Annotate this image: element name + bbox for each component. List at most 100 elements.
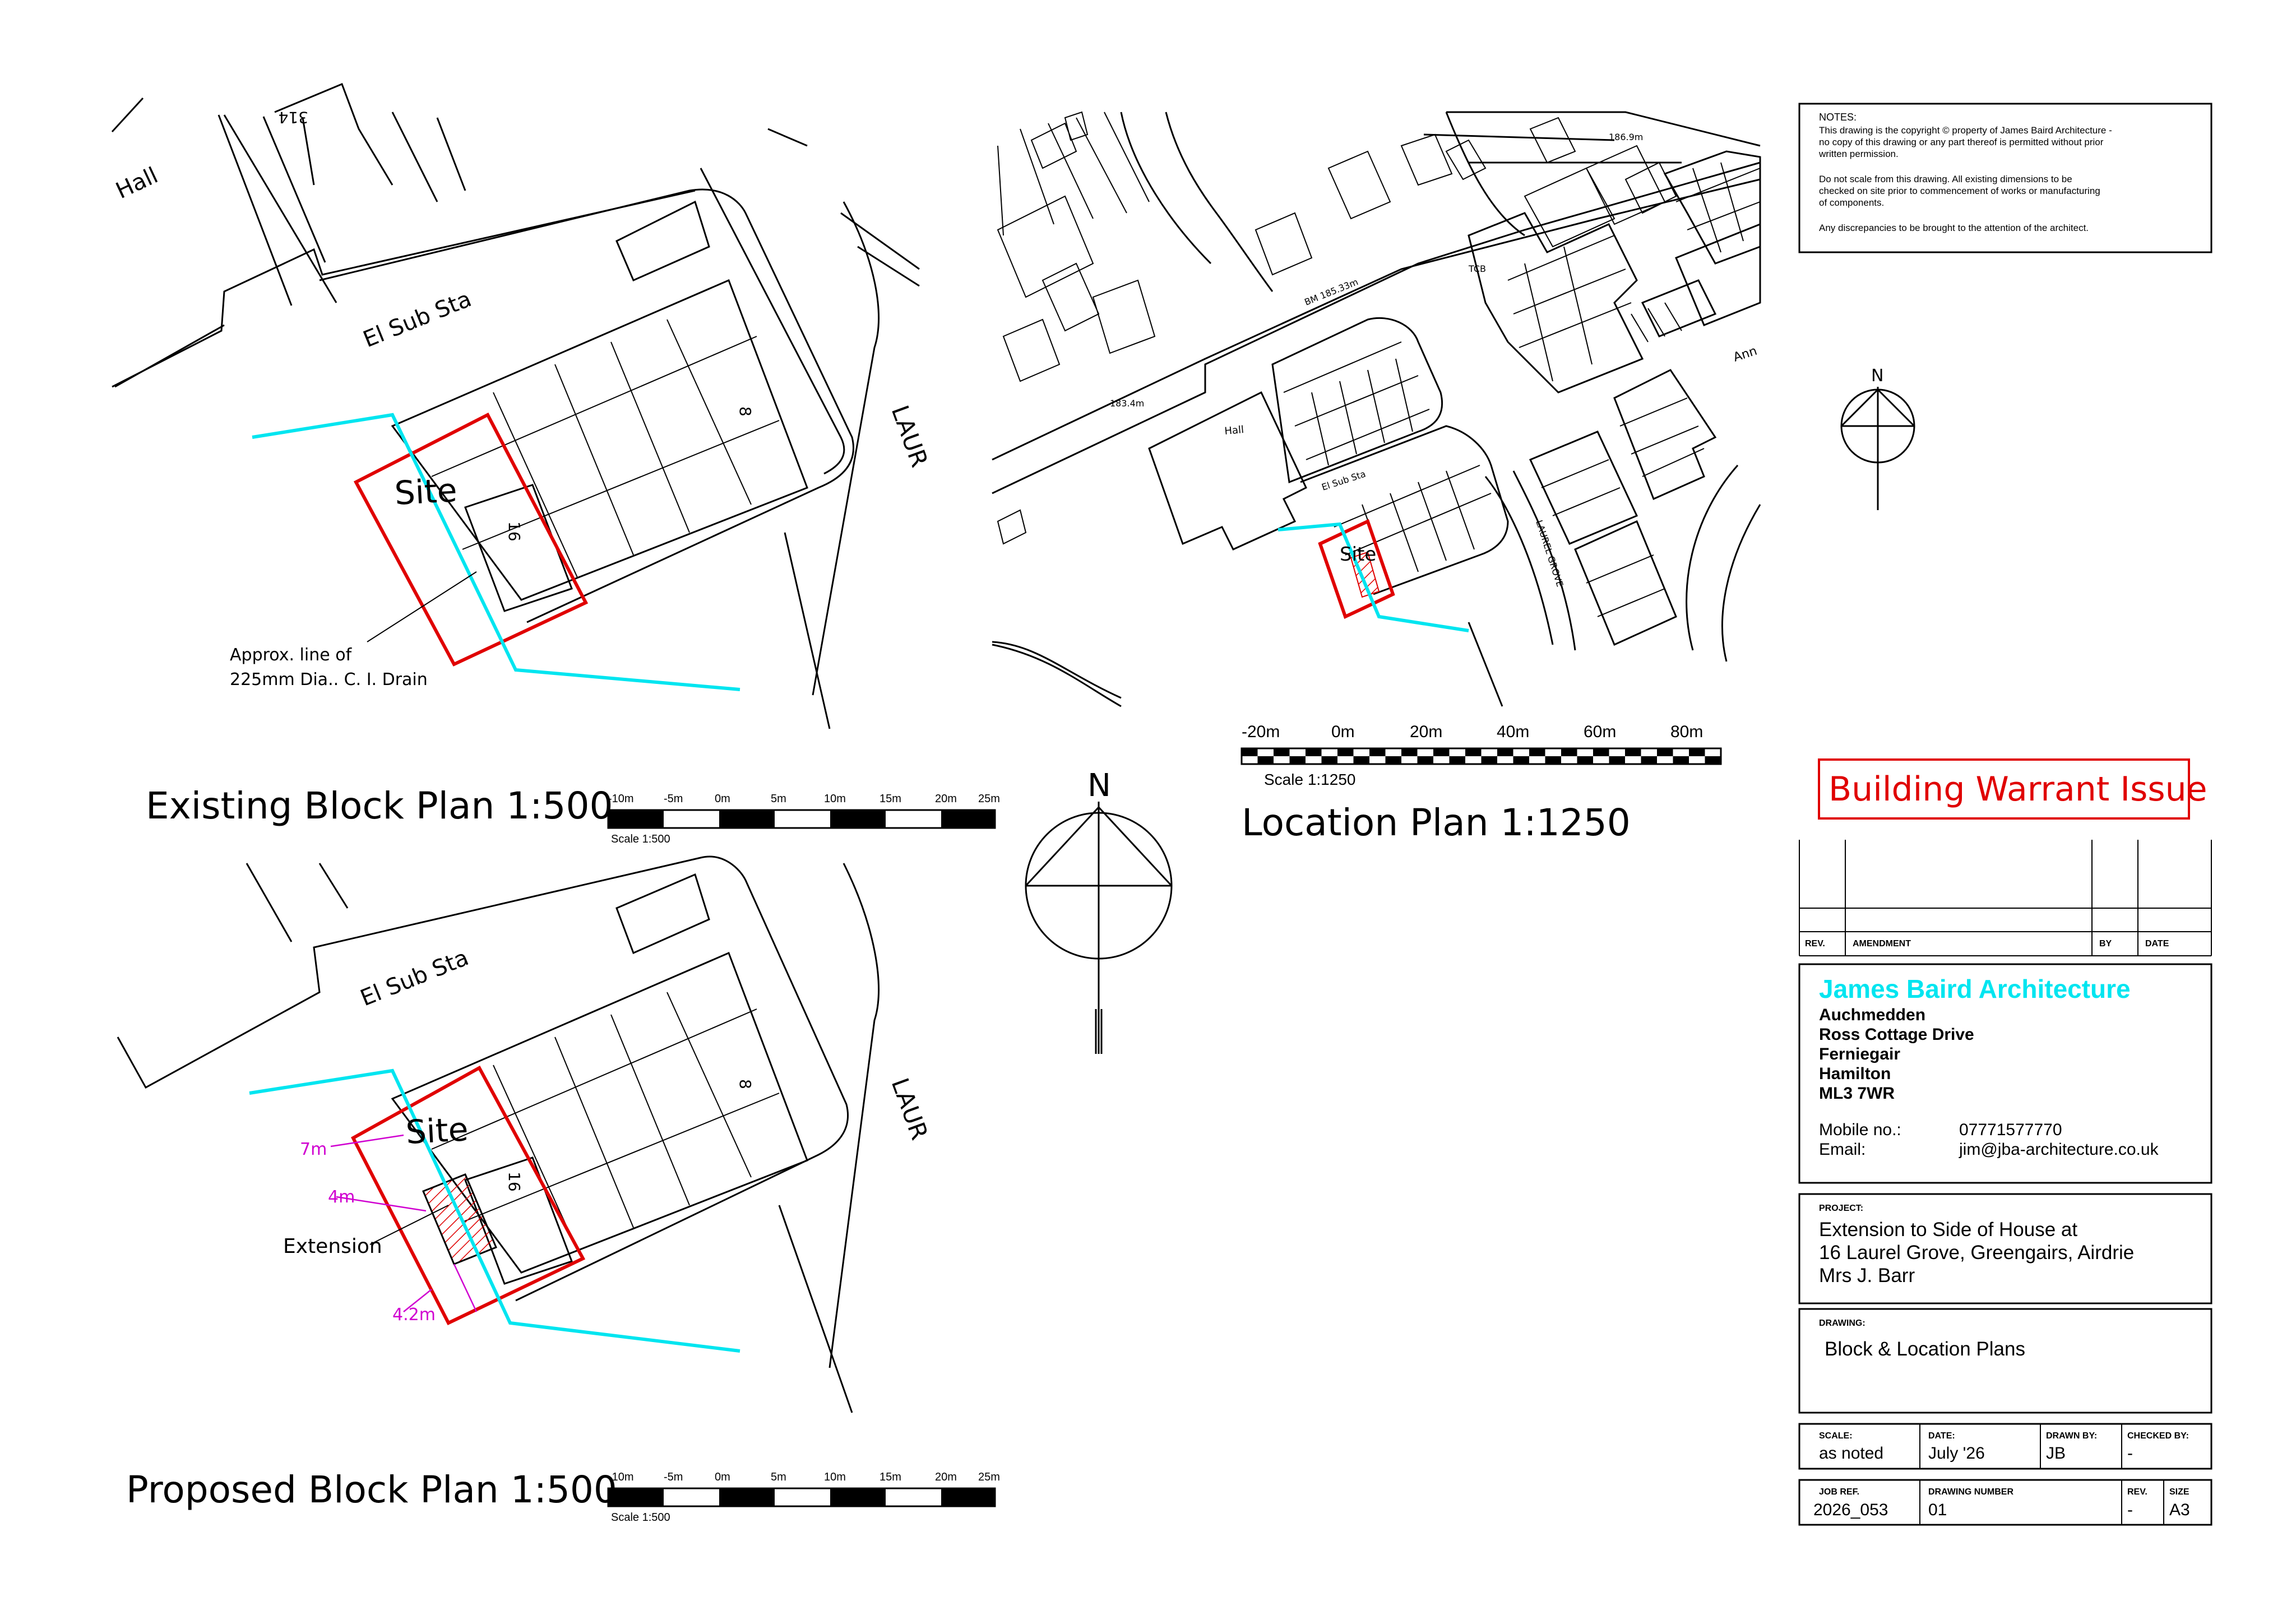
location-east-road xyxy=(1686,465,1761,662)
location-east-terraces xyxy=(1507,235,1632,382)
scale-bar-segment xyxy=(1417,756,1433,764)
details-checked-label: CHECKED BY: xyxy=(2127,1431,2189,1441)
scale-bar-segment xyxy=(1274,748,1290,756)
scale-label: 0m xyxy=(715,793,730,805)
location-northeast-terraces xyxy=(1675,162,1761,253)
company-email: jim@jba-architecture.co.uk xyxy=(1959,1140,2159,1159)
location-east-small-blocks xyxy=(1641,223,1761,337)
scale-bar-segment xyxy=(1353,756,1369,764)
details-drawn: JB xyxy=(2046,1444,2066,1463)
existing-drain-note-2: 225mm Dia.. C. I. Drain xyxy=(230,670,428,690)
notes-heading: NOTES: xyxy=(1819,112,1857,123)
scale-bar-segment xyxy=(1593,748,1609,756)
location-plan: Site Hall El Sub Sta LAUREL GROVE BM 185… xyxy=(992,111,1761,844)
refs-number: 01 xyxy=(1928,1501,1947,1519)
scale-bar-segment xyxy=(1257,756,1274,764)
scale-bar-segment xyxy=(1401,748,1418,756)
north-arrow-lines xyxy=(1840,387,1915,510)
scale-bar-segment xyxy=(1689,748,1705,756)
project-line: Extension to Side of House at xyxy=(1819,1219,2077,1241)
notes-copyright-line: no copy of this drawing or any part ther… xyxy=(1819,137,2104,147)
location-road-west-curve-2 xyxy=(1120,112,1212,265)
scale-bar-segment xyxy=(1385,756,1401,764)
notes-frame xyxy=(1798,103,2212,253)
scale-bar-segment xyxy=(1321,756,1337,764)
scale-label: 20m xyxy=(1410,723,1442,741)
scale-label: 5m xyxy=(771,1471,786,1483)
status-stamp-frame xyxy=(1818,758,2190,820)
scale-bar-segment xyxy=(1529,748,1545,756)
revisions-date-header: DATE xyxy=(2145,939,2169,949)
scale-bar-segment xyxy=(1609,756,1625,764)
scale-bar-segment xyxy=(1337,748,1354,756)
existing-terrace xyxy=(391,279,808,601)
proposed-terrace-cols xyxy=(493,992,752,1251)
details-scale: as noted xyxy=(1819,1444,1883,1463)
existing-house-number-2: 8 xyxy=(736,406,754,417)
scale-label: 15m xyxy=(879,1471,901,1483)
location-road-top-2 xyxy=(1423,133,1682,164)
company-address-line: Hamilton xyxy=(1819,1065,1891,1083)
proposed-site-label: Site xyxy=(405,1110,469,1151)
drawing-box: DRAWING: Block & Location Plans xyxy=(1798,1308,2212,1414)
existing-drain-note-1: Approx. line of xyxy=(230,645,353,665)
scale-label: -10m xyxy=(608,1471,634,1483)
revisions-amendment-header: AMENDMENT xyxy=(1853,939,1911,949)
scale-caption: Scale 1:500 xyxy=(611,1511,670,1524)
proposed-road-label: LAUR xyxy=(886,1075,934,1144)
refs-dividers xyxy=(1919,1480,2164,1525)
refs-job: 2026_053 xyxy=(1813,1501,1888,1519)
refs-rev: - xyxy=(2127,1501,2133,1519)
scale-caption: Scale 1:500 xyxy=(611,833,670,845)
scale-bar-segment xyxy=(1481,756,1497,764)
location-road-south xyxy=(992,641,1122,699)
existing-road-label: LAUR xyxy=(886,402,934,471)
existing-terrace-rows xyxy=(431,336,780,550)
notes-discrepancies: Any discrepancies to be brought to the a… xyxy=(1819,223,2089,233)
proposed-sub-station-label: El Sub Sta xyxy=(357,945,473,1011)
proposed-terrace-rows xyxy=(431,1008,780,1223)
location-site-boundary xyxy=(1318,519,1395,619)
status-stamp: Building Warrant Issue xyxy=(1818,758,2207,820)
drawing-frame xyxy=(1798,1308,2212,1414)
scale-label: -5m xyxy=(664,1471,683,1483)
proposed-dimension-4m: 4m xyxy=(328,1187,355,1207)
location-road-west-curve xyxy=(1165,112,1274,292)
proposed-road-laurel xyxy=(828,863,880,1368)
proposed-extension-leader xyxy=(369,1205,449,1245)
location-plan-title: Location Plan 1:1250 xyxy=(1242,801,1631,844)
scale-bar-segment xyxy=(941,1488,995,1506)
existing-sub-station-label: El Sub Sta xyxy=(360,286,475,353)
scale-bar-segment xyxy=(1449,756,1465,764)
company-address-line: ML3 7WR xyxy=(1819,1084,1895,1103)
details-checked: - xyxy=(2127,1444,2133,1463)
scale-bar-segment xyxy=(1657,748,1673,756)
scale-bar-segment xyxy=(719,1488,775,1506)
refs-frame xyxy=(1798,1479,2212,1526)
location-southeast-rows-b xyxy=(1541,459,1621,516)
existing-road-line xyxy=(784,532,831,729)
location-road-south-2 xyxy=(992,644,1122,707)
scale-bar-proposed: -10m -5m 0m 5m 10m 15m 20m 25m Scale 1:5… xyxy=(607,1471,1000,1524)
location-laurel-grove xyxy=(1484,470,1576,651)
project-frame xyxy=(1798,1193,2212,1304)
scale-label: 5m xyxy=(771,793,786,805)
company-email-label: Email: xyxy=(1819,1140,1866,1159)
notes-scale-line: Do not scale from this drawing. All exis… xyxy=(1819,174,2072,184)
refs-number-label: DRAWING NUMBER xyxy=(1928,1487,2013,1497)
scale-bar-segment xyxy=(1705,756,1721,764)
north-arrow-large: N xyxy=(1025,767,1173,1054)
details-scale-label: SCALE: xyxy=(1819,1431,1853,1441)
location-east-upper xyxy=(1524,145,1666,248)
scale-bar-segment xyxy=(608,810,664,828)
project-line: 16 Laurel Grove, Greengairs, Airdrie xyxy=(1819,1242,2134,1264)
existing-road-edge-outer xyxy=(767,128,920,287)
location-east-stair xyxy=(1631,302,1682,343)
north-arrow-tail xyxy=(1095,1009,1103,1054)
scale-label: 80m xyxy=(1670,723,1703,741)
notes-scale-line: checked on site prior to commencement of… xyxy=(1819,186,2100,196)
location-level-2: 183.4m xyxy=(1110,398,1144,409)
scale-bar-segment xyxy=(941,810,995,828)
revisions-rev-header: REV. xyxy=(1805,939,1825,949)
existing-drain-leader xyxy=(367,571,477,642)
